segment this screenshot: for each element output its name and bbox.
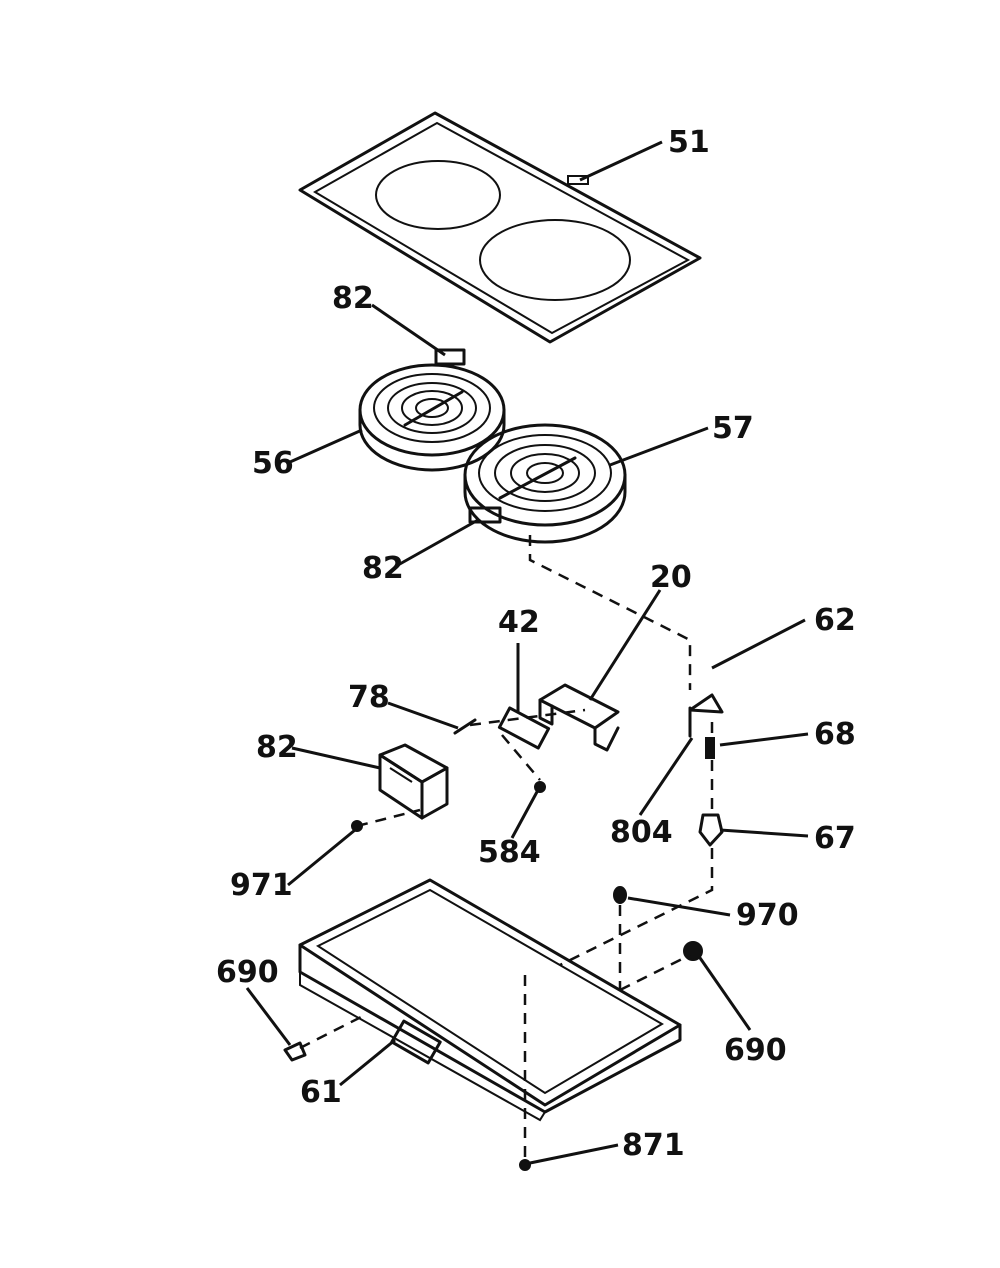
callout-690-right: 690: [724, 1033, 787, 1068]
callout-51: 51: [668, 125, 710, 160]
callout-42: 42: [498, 605, 540, 640]
assembly-line-bracket: [469, 708, 586, 727]
large-radiant-element-part: [463, 423, 627, 544]
callout-82-top: 82: [332, 281, 374, 316]
callout-20: 20: [650, 560, 692, 595]
connector-part-67: [698, 813, 724, 847]
callout-82-middle: 82: [362, 551, 404, 586]
callout-62: 62: [814, 603, 856, 638]
screw-part-584: [534, 781, 546, 793]
callout-971: 971: [230, 868, 293, 903]
callout-67: 67: [814, 821, 856, 856]
callout-82-lower: 82: [256, 730, 298, 765]
callout-584: 584: [478, 835, 541, 870]
assembly-line-block: [356, 808, 421, 828]
callout-61: 61: [300, 1075, 342, 1110]
callout-804: 804: [610, 815, 673, 850]
leader-lines: [245, 140, 809, 1165]
screw-part-970: [613, 886, 627, 904]
clip-part-62: [688, 693, 724, 714]
callout-57: 57: [712, 411, 754, 446]
burner-box-frame-part: [298, 878, 682, 1122]
screw-part-690-left: [283, 1041, 307, 1062]
assembly-line-690-left: [299, 1013, 366, 1050]
callout-56: 56: [252, 446, 294, 481]
pin-part-78: [453, 718, 477, 735]
screw-part-871: [519, 1159, 531, 1171]
bracket-part: [538, 683, 620, 752]
callout-690-left: 690: [216, 955, 279, 990]
callout-78: 78: [348, 680, 390, 715]
fitting-part-68: [705, 737, 715, 759]
assembly-line-connector-to-frame: [559, 848, 714, 967]
assembly-line-plate: [501, 734, 541, 781]
cooktop-glass-part: [298, 111, 702, 344]
terminal-block-part: [378, 743, 449, 820]
callout-871: 871: [622, 1128, 685, 1163]
callout-68: 68: [814, 717, 856, 752]
callout-970: 970: [736, 898, 799, 933]
assembly-line-690-right: [619, 953, 691, 992]
assembly-line-element-to-clip: [528, 535, 692, 690]
small-radiant-element-part: [358, 348, 506, 472]
